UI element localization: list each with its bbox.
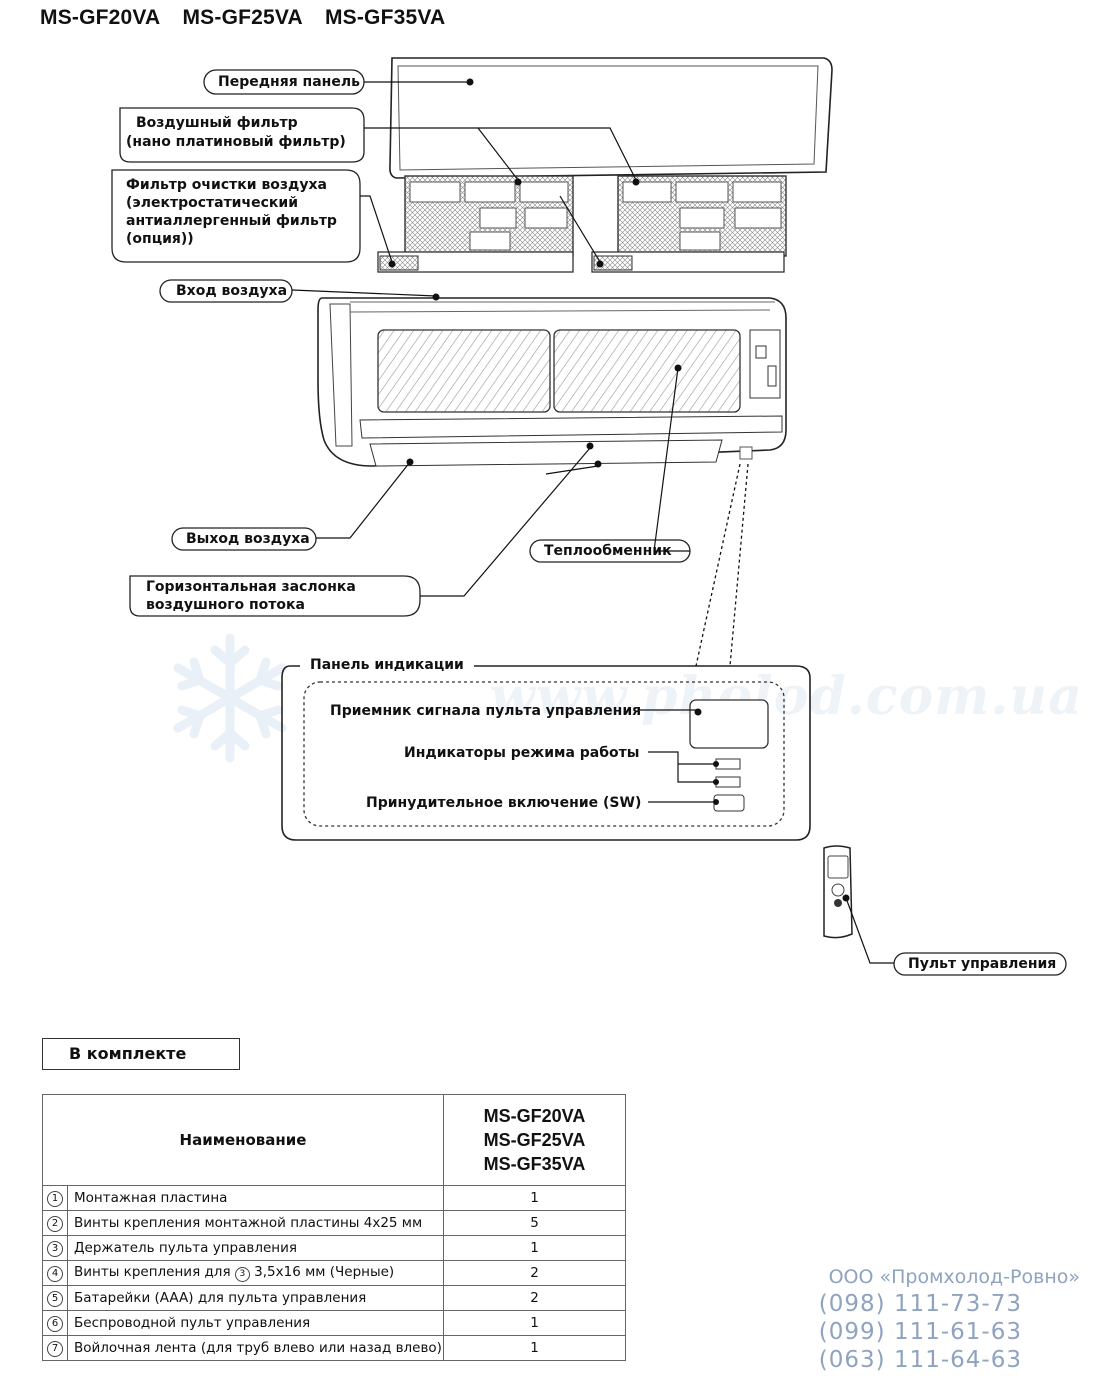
label-front-panel: Передняя панель [218,74,360,90]
row-number: 5 [47,1291,63,1307]
table-row: 2 Винты крепления монтажной пластины 4x2… [42,1210,626,1236]
row-number: 6 [47,1316,63,1332]
row-item-pre: Винты крепления для [74,1264,231,1280]
label-flap-1: Горизонтальная заслонка [146,579,356,595]
row-qty: 1 [443,1310,626,1336]
kit-table-header: Наименование MS-GF20VA MS-GF25VA MS-GF35… [42,1094,626,1186]
unit-diagram [111,57,1067,976]
table-row: 5 Батарейки (AAA) для пульта управления … [42,1285,626,1311]
model-title-3: MS-GF35VA [324,6,446,29]
bubble-remote [893,952,1067,976]
label-air-inlet: Вход воздуха [176,283,288,299]
model-title-1: MS-GF20VA [40,6,161,29]
label-air-filter-2: (нано платиновый фильтр) [126,134,346,150]
table-row: 3 Держатель пульта управления 1 [42,1235,626,1261]
bubble-flap [129,575,421,617]
row-item: Держатель пульта управления [67,1235,444,1261]
row-number: 1 [47,1191,63,1207]
bubble-air-outlet [171,527,317,551]
row-number: 2 [47,1216,63,1232]
kit-heading: В комплекте [69,1044,187,1063]
label-cleaning-filter-1: Фильтр очистки воздуха [126,177,327,193]
kit-table: Наименование MS-GF20VA MS-GF25VA MS-GF35… [42,1094,626,1361]
air-filter-right-drawing [591,175,787,273]
remote-control-drawing [823,845,853,939]
label-forced-on: Принудительное включение (SW) [366,795,642,811]
bubble-air-filter [119,107,365,163]
col-model-2: MS-GF25VA [483,1130,586,1150]
indicator-panel-title: Панель индикации [306,656,468,674]
bubble-air-inlet [159,279,293,303]
row-number: 7 [47,1341,63,1357]
kit-heading-box: В комплекте [42,1038,240,1070]
row-item: Беспроводной пульт управления [67,1310,444,1336]
col-model-3: MS-GF35VA [483,1154,586,1174]
row-number: 3 [47,1241,63,1257]
contacts-block: ООО «Промхолод-Ровно» (098) 111-73-73 (0… [790,1264,1080,1374]
col-name-header: Наименование [42,1094,444,1186]
company-name: ООО «Промхолод-Ровно» [828,1266,1080,1288]
row-item: Монтажная пластина [67,1185,444,1211]
row-item-post: 3,5x16 мм (Черные) [254,1264,395,1280]
bubble-cleaning-filter [111,169,361,263]
row-qty: 2 [443,1260,626,1286]
label-flap-2: воздушного потока [146,597,305,613]
row-item: Войлочная лента (для труб влево или наза… [67,1335,444,1361]
phone-1: (098) 111-73-73 [818,1291,1022,1317]
col-model-1: MS-GF20VA [483,1106,586,1126]
label-heat-exchanger: Теплообменник [544,543,672,559]
indoor-unit-drawing [317,297,787,467]
page-title: MS-GF20VA MS-GF25VA MS-GF35VA [40,6,461,30]
row-qty: 2 [443,1285,626,1311]
watermark-text: www.pholod.com.ua [490,666,1083,727]
row-item: Винты крепления монтажной пластины 4x25 … [67,1210,444,1236]
phone-2: (099) 111-61-63 [818,1319,1022,1345]
air-filter-left-drawing [377,175,574,273]
row-item: Винты крепления для 3 3,5x16 мм (Черные) [67,1260,444,1286]
table-row: 6 Беспроводной пульт управления 1 [42,1310,626,1336]
indicator-panel-frame [281,665,811,841]
table-row: 4 Винты крепления для 3 3,5x16 мм (Черны… [42,1260,626,1286]
front-panel-drawing [389,57,833,179]
model-title-2: MS-GF25VA [182,6,303,29]
row-qty: 1 [443,1185,626,1211]
label-mode-indicators: Индикаторы режима работы [404,745,640,761]
row-qty: 5 [443,1210,626,1236]
label-air-outlet: Выход воздуха [186,531,310,547]
col-models-header: MS-GF20VA MS-GF25VA MS-GF35VA [443,1094,626,1186]
row-item-ref: 3 [234,1267,250,1282]
row-number: 4 [47,1266,63,1282]
row-qty: 1 [443,1235,626,1261]
label-cleaning-filter-3: антиаллергенный фильтр [126,213,337,229]
label-remote: Пульт управления [908,956,1057,972]
label-air-filter-1: Воздушный фильтр [136,115,298,131]
snowflake-watermark-icon [173,633,287,763]
label-receiver: Приемник сигнала пульта управления [330,703,642,719]
label-cleaning-filter-2: (электростатический [126,195,299,211]
table-row: 7 Войлочная лента (для труб влево или на… [42,1335,626,1361]
row-qty: 1 [443,1335,626,1361]
row-item: Батарейки (AAA) для пульта управления [67,1285,444,1311]
table-row: 1 Монтажная пластина 1 [42,1185,626,1211]
label-cleaning-filter-4: (опция)) [126,231,194,247]
phone-3: (063) 111-64-63 [818,1347,1022,1373]
